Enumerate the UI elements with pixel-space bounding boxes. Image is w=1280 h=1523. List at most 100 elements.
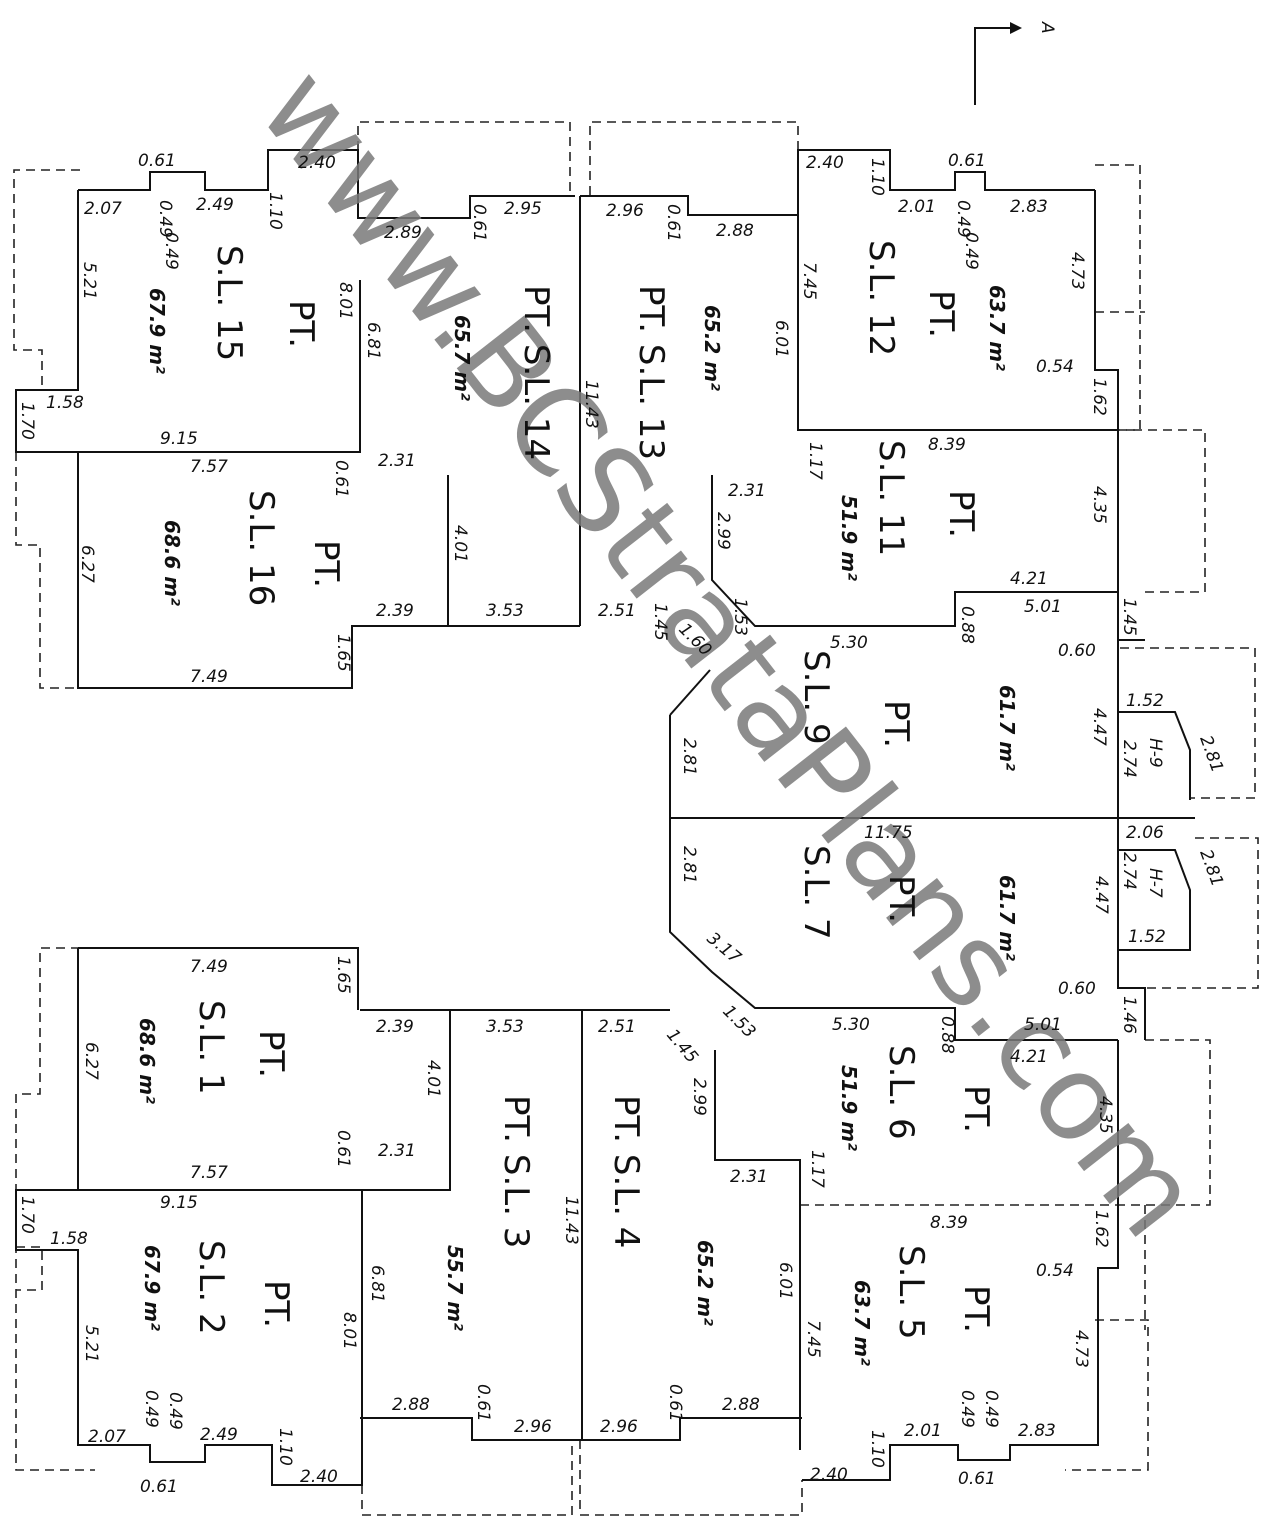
lot-name-4: PT. S.L. 4 xyxy=(606,1095,646,1248)
dim: 2.95 xyxy=(504,199,542,219)
dim: 0.61 xyxy=(469,204,489,242)
dim: 6.01 xyxy=(775,1262,795,1300)
lot-area-4: 65.2 m² xyxy=(693,1240,717,1326)
dim: 2.88 xyxy=(716,221,754,241)
dim: 2.40 xyxy=(300,1467,338,1487)
dim: 0.61 xyxy=(948,151,986,171)
dim: 2.81 xyxy=(1195,847,1227,889)
dim: 2.96 xyxy=(514,1417,552,1437)
dim: 4.73 xyxy=(1071,1330,1091,1368)
dim: 1.70 xyxy=(17,402,37,440)
dim: 5.30 xyxy=(832,1015,870,1035)
dim: 5.21 xyxy=(81,1325,101,1363)
lot-name-12: S.L. 12 xyxy=(861,240,901,356)
lot-name-2: S.L. 2 xyxy=(191,1240,231,1335)
lcp-h7: H-7 xyxy=(1145,868,1165,898)
dim: 0.61 xyxy=(663,204,683,242)
lot-pt-9: PT. xyxy=(876,700,916,748)
dim: 2.88 xyxy=(392,1395,430,1415)
section-marker: A xyxy=(974,21,1057,105)
dim: 7.49 xyxy=(190,957,228,977)
lot-pt-15: PT. xyxy=(281,300,321,348)
dim: 1.45 xyxy=(650,603,670,641)
walls xyxy=(15,149,1195,1486)
dim: 2.31 xyxy=(378,1141,416,1161)
lot-pt-12: PT. xyxy=(921,290,961,338)
dimension-labels: 0.61 2.07 0.49 0.49 2.49 1.10 2.40 5.21 … xyxy=(17,151,1227,1497)
lot-pt-5: PT. xyxy=(956,1285,996,1333)
dim: 0.61 xyxy=(473,1384,493,1422)
dim: 2.96 xyxy=(600,1417,638,1437)
dim: 5.21 xyxy=(79,262,99,300)
dim: 6.27 xyxy=(81,1042,101,1080)
dim: 1.58 xyxy=(50,1229,88,1249)
dim: 3.17 xyxy=(703,929,745,969)
dim: 1.17 xyxy=(805,442,825,480)
lot-area-6: 51.9 m² xyxy=(837,1065,861,1151)
lot-name-7: S.L. 7 xyxy=(796,845,836,940)
dim: 1.70 xyxy=(17,1196,37,1234)
dim: 4.47 xyxy=(1089,708,1109,746)
lot-name-14: PT. S.L. 14 xyxy=(516,285,556,460)
dim: 0.49 xyxy=(165,1392,185,1430)
dim: 6.81 xyxy=(367,1265,387,1303)
dim: 8.39 xyxy=(930,1213,968,1233)
lot-area-5: 63.7 m² xyxy=(850,1280,874,1366)
lot-labels: PT. S.L. 15 67.9 m² PT. S.L. 16 68.6 m² … xyxy=(135,240,1165,1366)
dim: 7.45 xyxy=(799,262,819,300)
dim: 2.39 xyxy=(376,1017,414,1037)
dim: 0.88 xyxy=(937,1016,957,1054)
lot-name-16: S.L. 16 xyxy=(241,490,281,606)
dim: 1.45 xyxy=(1119,598,1139,636)
dim: 1.46 xyxy=(1119,996,1139,1034)
dim: 1.52 xyxy=(1126,691,1164,711)
dim: 1.10 xyxy=(867,158,887,196)
dim: 2.39 xyxy=(376,601,414,621)
dim: 0.49 xyxy=(981,1390,1001,1428)
dim: 1.58 xyxy=(46,393,84,413)
lot-area-1: 68.6 m² xyxy=(135,1018,159,1104)
dim: 4.21 xyxy=(1010,1047,1048,1067)
lot-area-12: 63.7 m² xyxy=(985,285,1009,371)
dim: 1.52 xyxy=(1128,927,1166,947)
lot-area-11: 51.9 m² xyxy=(837,495,861,581)
dim: 2.07 xyxy=(88,1427,126,1447)
dim: 2.74 xyxy=(1119,852,1139,890)
dim: 11.43 xyxy=(561,1196,581,1245)
lot-area-7: 61.7 m² xyxy=(995,875,1019,961)
lot-name-1: S.L. 1 xyxy=(191,1000,231,1095)
dim: 1.17 xyxy=(807,1150,827,1188)
lot-area-16: 68.6 m² xyxy=(160,520,184,606)
dim: 1.10 xyxy=(867,1430,887,1468)
dim: 2.31 xyxy=(378,451,416,471)
dim: 2.96 xyxy=(606,201,644,221)
dim: 2.89 xyxy=(384,223,422,243)
dim: 2.81 xyxy=(1195,733,1227,775)
dim: 0.61 xyxy=(331,460,351,498)
dim: 0.60 xyxy=(1058,979,1096,999)
dim: 1.65 xyxy=(333,956,353,994)
lot-name-9: S.L. 9 xyxy=(796,650,836,745)
dim: 11.75 xyxy=(864,823,913,843)
dim: 0.49 xyxy=(957,1390,977,1428)
lot-pt-6: PT. xyxy=(956,1085,996,1133)
dim: 4.01 xyxy=(450,525,470,563)
dim: 9.15 xyxy=(160,429,198,449)
dim: 7.45 xyxy=(803,1320,823,1358)
dim: 4.21 xyxy=(1010,569,1048,589)
dim: 0.61 xyxy=(138,151,176,171)
dim: 2.31 xyxy=(730,1167,768,1187)
dim: 5.30 xyxy=(830,633,868,653)
dim: 0.88 xyxy=(957,606,977,644)
dim: 2.99 xyxy=(713,512,733,550)
dim: 2.49 xyxy=(200,1425,238,1445)
dim: 0.49 xyxy=(155,200,175,238)
dim: 0.61 xyxy=(333,1130,353,1168)
dim: 2.49 xyxy=(196,195,234,215)
lot-area-15: 67.9 m² xyxy=(145,288,169,374)
dim: 7.57 xyxy=(190,457,228,477)
dim: 2.40 xyxy=(298,153,336,173)
dim: 0.54 xyxy=(1036,1261,1074,1281)
dim: 4.73 xyxy=(1067,252,1087,290)
